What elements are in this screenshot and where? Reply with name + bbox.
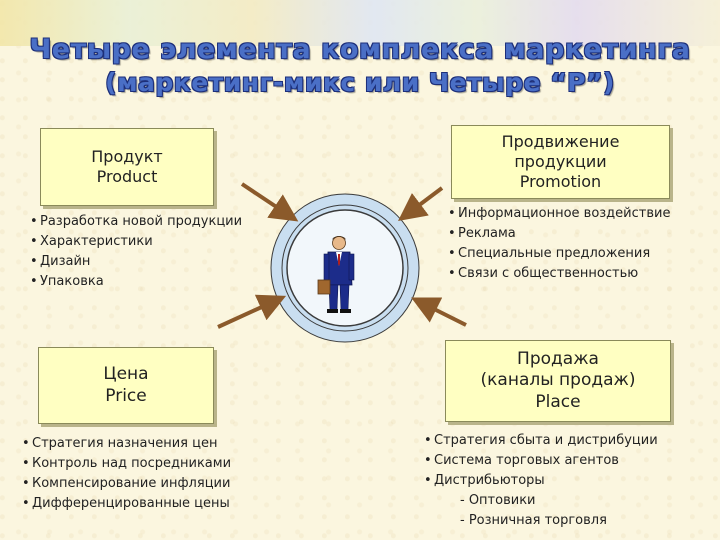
arrow-icon-product bbox=[240, 182, 299, 222]
list-item: •Компенсирование инфляции bbox=[22, 476, 231, 491]
promotion-box: Продвижение продукции Promotion bbox=[451, 125, 670, 199]
price-label-ru: Цена bbox=[103, 364, 149, 385]
product-list: •Разработка новой продукции •Характерист… bbox=[30, 212, 242, 292]
slide-title-line-2: (маркетинг-микс или Четыре “Р”) bbox=[105, 68, 615, 97]
list-item: •Дизайн bbox=[30, 254, 91, 269]
list-item: •Связи с общественностью bbox=[448, 266, 639, 281]
promotion-label-ru-1: Продвижение bbox=[501, 132, 620, 151]
list-subitem: - Розничная торговля bbox=[460, 513, 607, 528]
place-box: Продажа (каналы продаж) Place bbox=[445, 340, 671, 422]
businessman-icon bbox=[317, 236, 355, 313]
list-item: •Стратегия назначения цен bbox=[22, 436, 218, 451]
list-item: •Система торговых агентов bbox=[424, 453, 619, 468]
list-item: •Реклама bbox=[448, 226, 516, 241]
product-label-ru: Продукт bbox=[91, 147, 163, 166]
promotion-list: •Информационное воздействие •Реклама •Сп… bbox=[448, 204, 670, 284]
decorative-banner bbox=[0, 0, 720, 46]
place-list: •Стратегия сбыта и дистрибуции •Система … bbox=[424, 431, 658, 531]
arrow-icon-promotion bbox=[398, 186, 444, 221]
arrow-icon-price bbox=[217, 294, 287, 329]
arrow-icon-place bbox=[411, 297, 467, 327]
list-item: •Дистрибьюторы bbox=[424, 473, 545, 488]
promotion-label-en: Promotion bbox=[519, 172, 602, 191]
place-label-ru-1: Продажа bbox=[517, 349, 599, 370]
slide-title-line-1: Четыре элемента комплекса маркетинга bbox=[29, 34, 691, 65]
price-label-en: Price bbox=[105, 385, 147, 406]
list-item: •Упаковка bbox=[30, 274, 104, 289]
price-list: •Стратегия назначения цен •Контроль над … bbox=[22, 434, 231, 514]
list-item: •Контроль над посредниками bbox=[22, 456, 232, 471]
place-label-en: Place bbox=[535, 391, 581, 412]
promotion-label-ru-2: продукции bbox=[514, 152, 607, 171]
product-label-en: Product bbox=[96, 167, 158, 186]
list-item: •Характеристики bbox=[30, 234, 153, 249]
list-item: •Дифференцированные цены bbox=[22, 496, 230, 511]
product-box: Продукт Product bbox=[40, 128, 214, 206]
list-item: •Информационное воздействие bbox=[448, 206, 671, 221]
list-item: •Стратегия сбыта и дистрибуции bbox=[424, 433, 658, 448]
list-item: •Специальные предложения bbox=[448, 246, 651, 261]
list-subitem: - Оптовики bbox=[460, 493, 536, 508]
place-label-ru-2: (каналы продаж) bbox=[480, 370, 636, 391]
list-item: •Разработка новой продукции bbox=[30, 214, 243, 229]
price-box: Цена Price bbox=[38, 347, 214, 424]
